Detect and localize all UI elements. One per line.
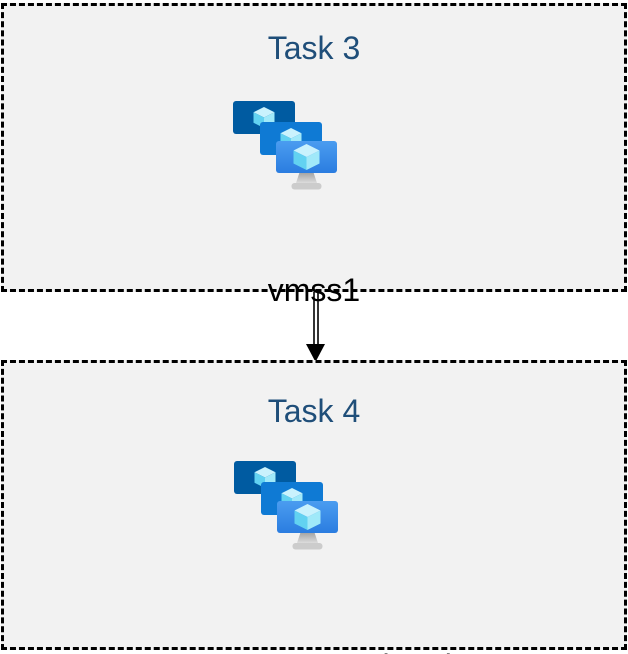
task3-title: Task 3: [267, 30, 361, 66]
task4-box: [1, 360, 627, 650]
vm-scale-sets-icon: [234, 461, 338, 551]
task4-labels: Custom auto scale rules: [0, 574, 628, 654]
vm-scale-sets-icon: [233, 101, 337, 191]
autoscale-rules-label: Custom auto scale rules: [0, 648, 628, 654]
flow-connector-arrow-icon: [306, 292, 325, 362]
task4-title: Task 4: [267, 393, 361, 429]
